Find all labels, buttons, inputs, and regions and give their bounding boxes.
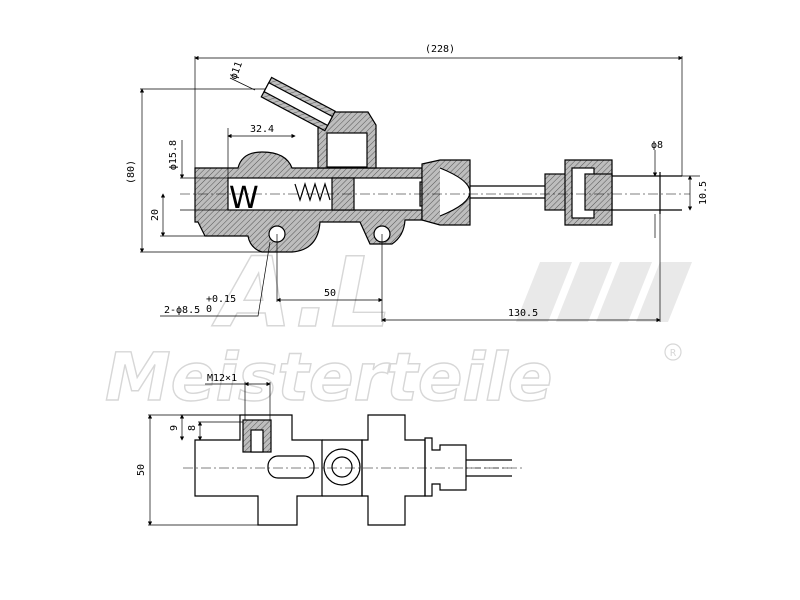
svg-text:A.L: A.L	[211, 237, 392, 349]
boss-outer	[323, 448, 361, 486]
watermark-brand: Meisterteile	[105, 339, 553, 416]
dim-mount-holes-tol-upper: +0.15	[206, 294, 236, 305]
bottom-dimension-labels: M12×1 9 8 50	[136, 373, 237, 476]
bottom-view	[194, 414, 512, 526]
watermark: A.L Meisterteile R	[104, 236, 692, 417]
dim-mount-holes-tol-lower: 0	[206, 304, 212, 315]
top-view: W	[194, 76, 682, 253]
connecting-block	[322, 439, 363, 497]
spring-coil	[294, 181, 331, 203]
thread-port-bore	[250, 429, 264, 453]
rod-boot	[424, 437, 467, 497]
dim-rod-length: 130.5	[508, 308, 538, 319]
dim-thread: M12×1	[207, 373, 237, 384]
dim-port-diameter: ϕ11	[228, 60, 245, 81]
dim-depth-9: 9	[169, 425, 180, 431]
dim-height-20: 20	[150, 209, 161, 221]
dim-rod-diameter: ϕ8	[651, 140, 663, 151]
boss-inner	[331, 456, 353, 478]
boot	[439, 167, 471, 217]
registered-mark: R	[670, 348, 677, 359]
spring-symbol: W	[229, 181, 259, 216]
watermark-stripes	[516, 262, 692, 322]
inlet-cavity	[326, 132, 368, 168]
dim-bore-diameter: ϕ15.8	[168, 140, 179, 170]
top-dimensions	[139, 55, 700, 323]
dim-height-80: (80)	[126, 160, 137, 184]
flange-block	[361, 414, 426, 526]
dim-depth-8: 8	[187, 425, 198, 431]
dim-hole-spacing: 50	[324, 288, 336, 299]
inlet-nipple	[260, 76, 336, 132]
dim-height-50: 50	[136, 464, 147, 476]
clevis-block	[584, 173, 613, 211]
bottom-dimensions	[147, 381, 271, 526]
dim-offset-32: 32.4	[250, 124, 274, 135]
dim-mount-holes: 2-ϕ8.5	[164, 305, 200, 316]
registered-icon	[664, 343, 682, 361]
dim-rod-end: 10.5	[698, 181, 709, 205]
watermark-logo: A.L	[210, 236, 692, 350]
dim-overall-length: (228)	[425, 44, 455, 55]
nipple-slot	[267, 455, 315, 479]
